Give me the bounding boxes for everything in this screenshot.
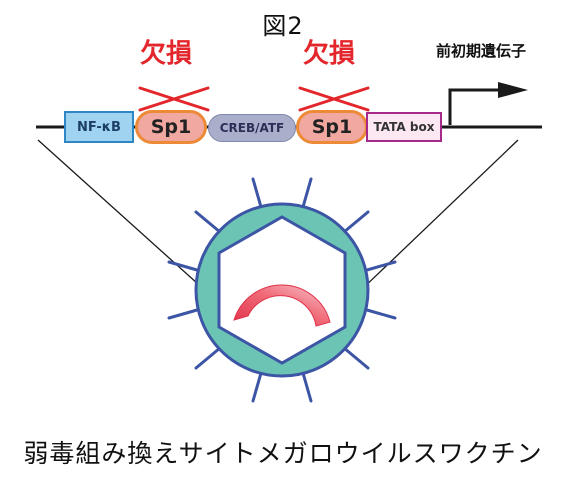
gene-label: 前初期遺伝子 bbox=[436, 42, 527, 60]
deletion-cross-left bbox=[138, 86, 210, 112]
figure-title: 図2 bbox=[262, 12, 304, 40]
transcription-arrow bbox=[448, 88, 503, 125]
tata-box-element: TATA box bbox=[366, 112, 442, 142]
sp1-element-left: Sp1 bbox=[135, 110, 207, 144]
transcription-arrowhead bbox=[498, 82, 528, 98]
deletion-label-right: 欠損 bbox=[303, 39, 356, 69]
deletion-cross-right bbox=[298, 86, 370, 112]
nfkb-element: NF-κB bbox=[64, 111, 134, 143]
deletion-label-left: 欠損 bbox=[140, 39, 193, 69]
caption: 弱毒組み換えサイトメガロウイルスワクチン bbox=[23, 439, 543, 468]
sp1-element-right: Sp1 bbox=[296, 110, 368, 144]
viral-dna bbox=[233, 284, 331, 327]
creb-atf-element: CREB/ATF bbox=[208, 114, 296, 142]
